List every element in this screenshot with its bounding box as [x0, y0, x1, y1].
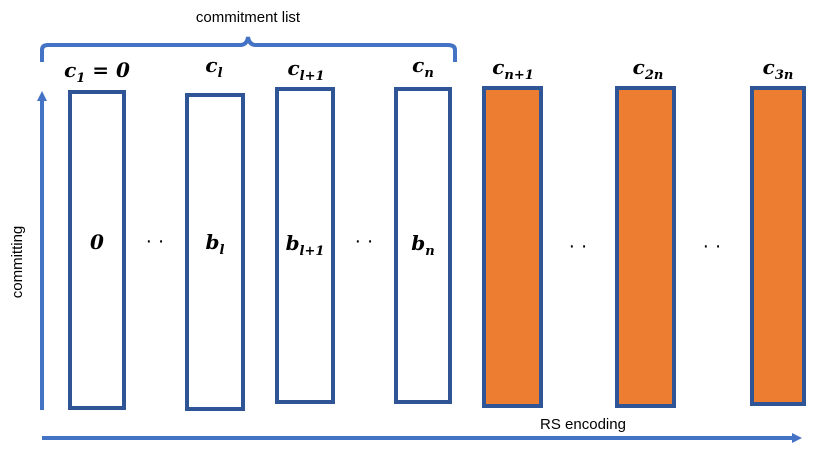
commitment-label-c3n: c3n	[763, 55, 794, 83]
ellipsis-4: · ·	[703, 235, 722, 257]
column-encoded-n1	[482, 86, 543, 408]
column-encoded-2n	[615, 86, 676, 408]
value-0: 0	[90, 230, 104, 254]
column-value-bl1	[275, 87, 335, 404]
commitment-label-cn: cn	[412, 53, 434, 81]
committing-label: committing	[9, 226, 26, 299]
commitment-list-brace	[40, 36, 457, 62]
value-bn: bn	[411, 231, 434, 259]
value-bl1: bl+1	[286, 231, 325, 259]
rs-encoding-label: RS encoding	[540, 416, 626, 433]
column-encoded-3n	[750, 86, 806, 406]
commitment-label-cl: cl	[205, 53, 222, 81]
brace-label: commitment list	[196, 9, 301, 26]
commitment-label-c1: c1 = 0	[64, 58, 130, 86]
commitment-label-c2n: c2n	[633, 55, 664, 83]
ellipsis-3: · ·	[569, 235, 588, 257]
ellipsis-1: · ·	[146, 230, 165, 252]
commitment-label-cn1: cn+1	[492, 55, 534, 83]
column-value-0	[68, 90, 126, 410]
value-bl: bl	[206, 230, 225, 258]
commitment-label-cl1: cl+1	[287, 56, 324, 84]
column-value-bn	[394, 87, 452, 404]
ellipsis-2: · ·	[355, 230, 374, 252]
column-value-bl	[185, 93, 245, 411]
